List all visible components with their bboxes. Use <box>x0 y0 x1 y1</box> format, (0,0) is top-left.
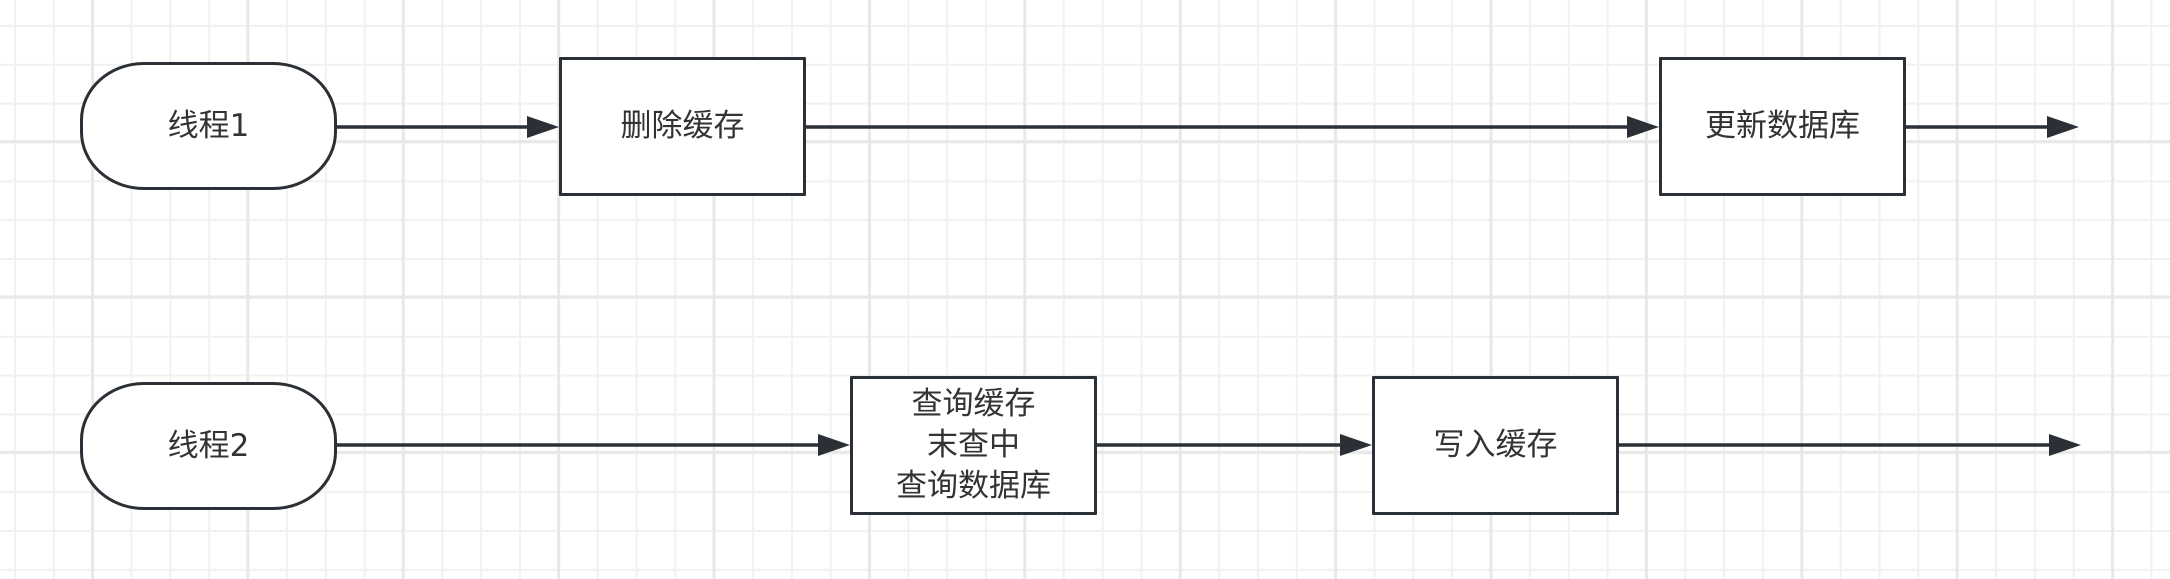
arrowhead-icon <box>2047 116 2079 138</box>
arrowhead-icon <box>1340 434 1372 456</box>
edge-thread2-to-query[interactable] <box>337 434 850 456</box>
node-query-cache-miss-query-db[interactable]: 查询缓存 末查中 查询数据库 <box>850 376 1097 515</box>
node-thread1-terminator[interactable]: 线程1 <box>80 62 337 190</box>
node-thread2-terminator[interactable]: 线程2 <box>80 382 337 510</box>
node-label: 写入缓存 <box>1433 427 1558 463</box>
node-label: 线程1 <box>167 107 250 144</box>
arrowhead-icon <box>527 116 559 138</box>
node-delete-cache[interactable]: 删除缓存 <box>559 57 806 196</box>
arrowhead-icon <box>2049 434 2081 456</box>
node-write-cache[interactable]: 写入缓存 <box>1372 376 1619 515</box>
arrowhead-icon <box>818 434 850 456</box>
node-update-database[interactable]: 更新数据库 <box>1659 57 1906 196</box>
edge-write-out[interactable] <box>1619 434 2081 456</box>
node-label: 更新数据库 <box>1705 108 1860 144</box>
edge-update-out[interactable] <box>1906 116 2079 138</box>
node-label: 查询缓存 末查中 查询数据库 <box>896 386 1051 504</box>
node-label: 线程2 <box>167 427 250 464</box>
node-label: 删除缓存 <box>620 108 745 144</box>
edge-query-to-write[interactable] <box>1097 434 1372 456</box>
arrowhead-icon <box>1627 116 1659 138</box>
edge-delete-to-update[interactable] <box>806 116 1659 138</box>
edge-thread1-to-delete[interactable] <box>337 116 559 138</box>
